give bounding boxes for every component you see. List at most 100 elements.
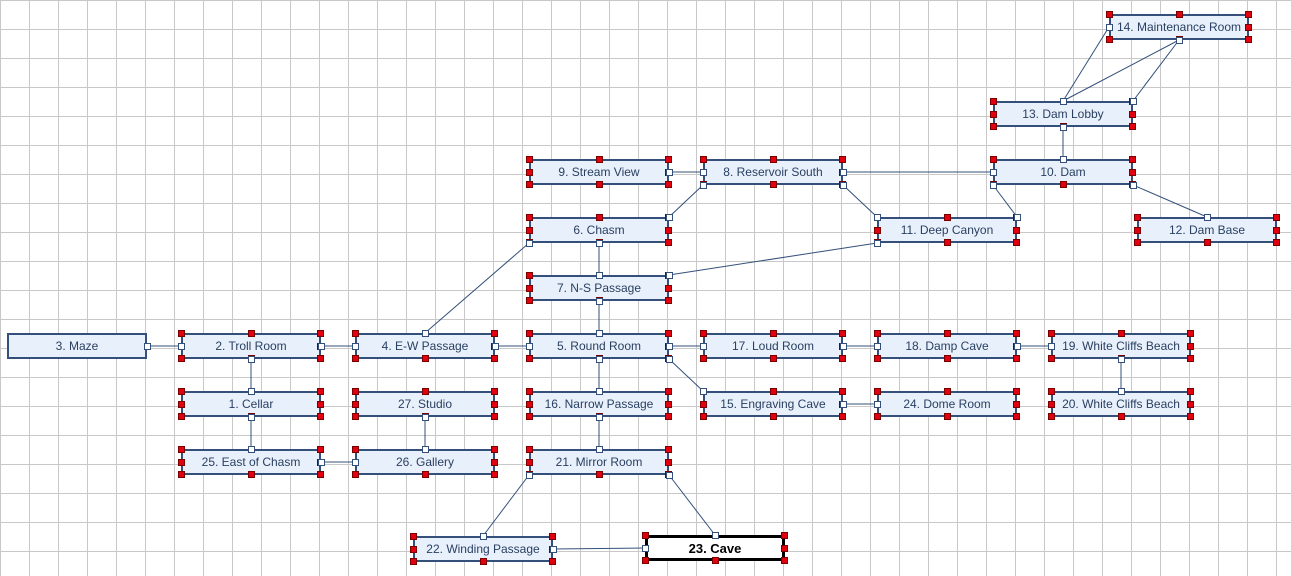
resize-handle[interactable]	[317, 446, 324, 453]
connection-port[interactable]	[990, 169, 997, 176]
resize-handle[interactable]	[700, 355, 707, 362]
connection-port[interactable]	[700, 169, 707, 176]
resize-handle[interactable]	[1129, 123, 1136, 130]
connection-port[interactable]	[874, 401, 881, 408]
connection-port[interactable]	[642, 545, 649, 552]
connection-port[interactable]	[596, 272, 603, 279]
connection-port[interactable]	[318, 343, 325, 350]
resize-handle[interactable]	[491, 459, 498, 466]
resize-handle[interactable]	[1013, 330, 1020, 337]
connection-port[interactable]	[596, 298, 603, 305]
connection-port[interactable]	[1014, 214, 1021, 221]
connection-port[interactable]	[874, 214, 881, 221]
resize-handle[interactable]	[1013, 239, 1020, 246]
resize-handle[interactable]	[596, 471, 603, 478]
resize-handle[interactable]	[990, 98, 997, 105]
resize-handle[interactable]	[990, 123, 997, 130]
resize-handle[interactable]	[317, 401, 324, 408]
connection-port[interactable]	[526, 472, 533, 479]
resize-handle[interactable]	[352, 471, 359, 478]
resize-handle[interactable]	[526, 272, 533, 279]
connection-port[interactable]	[990, 182, 997, 189]
connection-port[interactable]	[666, 356, 673, 363]
connection-port[interactable]	[840, 401, 847, 408]
resize-handle[interactable]	[665, 227, 672, 234]
resize-handle[interactable]	[700, 156, 707, 163]
resize-handle[interactable]	[665, 156, 672, 163]
connection-port[interactable]	[1118, 356, 1125, 363]
resize-handle[interactable]	[178, 446, 185, 453]
connection-port[interactable]	[596, 240, 603, 247]
resize-handle[interactable]	[781, 545, 788, 552]
resize-handle[interactable]	[1129, 156, 1136, 163]
resize-handle[interactable]	[839, 355, 846, 362]
resize-handle[interactable]	[1204, 239, 1211, 246]
connection-port[interactable]	[422, 414, 429, 421]
resize-handle[interactable]	[839, 413, 846, 420]
resize-handle[interactable]	[1013, 401, 1020, 408]
resize-handle[interactable]	[1048, 388, 1055, 395]
connection-port[interactable]	[1106, 24, 1113, 31]
resize-handle[interactable]	[1134, 239, 1141, 246]
resize-handle[interactable]	[352, 355, 359, 362]
resize-handle[interactable]	[480, 558, 487, 565]
resize-handle[interactable]	[352, 330, 359, 337]
connection-port[interactable]	[526, 240, 533, 247]
resize-handle[interactable]	[491, 471, 498, 478]
connection-port[interactable]	[144, 343, 151, 350]
connection-port[interactable]	[492, 343, 499, 350]
resize-handle[interactable]	[410, 533, 417, 540]
resize-handle[interactable]	[1013, 413, 1020, 420]
connection-port[interactable]	[666, 169, 673, 176]
connection-port[interactable]	[1060, 124, 1067, 131]
resize-handle[interactable]	[1129, 111, 1136, 118]
resize-handle[interactable]	[526, 297, 533, 304]
resize-handle[interactable]	[1118, 413, 1125, 420]
resize-handle[interactable]	[178, 459, 185, 466]
resize-handle[interactable]	[491, 355, 498, 362]
resize-handle[interactable]	[352, 388, 359, 395]
connection-line[interactable]	[668, 358, 704, 392]
resize-handle[interactable]	[642, 532, 649, 539]
resize-handle[interactable]	[770, 181, 777, 188]
room-node[interactable]: 1. Cellar	[181, 391, 321, 417]
resize-handle[interactable]	[770, 388, 777, 395]
resize-handle[interactable]	[317, 471, 324, 478]
resize-handle[interactable]	[526, 156, 533, 163]
resize-handle[interactable]	[1060, 181, 1067, 188]
connection-line[interactable]	[668, 242, 878, 276]
resize-handle[interactable]	[781, 532, 788, 539]
connection-port[interactable]	[1176, 37, 1183, 44]
resize-handle[interactable]	[665, 297, 672, 304]
resize-handle[interactable]	[1176, 11, 1183, 18]
resize-handle[interactable]	[526, 388, 533, 395]
resize-handle[interactable]	[526, 285, 533, 292]
room-node[interactable]: 5. Round Room	[529, 333, 669, 359]
resize-handle[interactable]	[1048, 330, 1055, 337]
resize-handle[interactable]	[665, 239, 672, 246]
connection-port[interactable]	[248, 388, 255, 395]
resize-handle[interactable]	[526, 227, 533, 234]
resize-handle[interactable]	[596, 181, 603, 188]
resize-handle[interactable]	[1048, 355, 1055, 362]
resize-handle[interactable]	[700, 330, 707, 337]
resize-handle[interactable]	[491, 413, 498, 420]
resize-handle[interactable]	[1013, 388, 1020, 395]
connection-port[interactable]	[666, 472, 673, 479]
resize-handle[interactable]	[700, 401, 707, 408]
connection-line[interactable]	[842, 184, 878, 218]
resize-handle[interactable]	[526, 181, 533, 188]
resize-handle[interactable]	[1273, 239, 1280, 246]
connection-port[interactable]	[874, 343, 881, 350]
connection-port[interactable]	[550, 546, 557, 553]
resize-handle[interactable]	[1273, 214, 1280, 221]
resize-handle[interactable]	[839, 388, 846, 395]
connection-port[interactable]	[248, 446, 255, 453]
resize-handle[interactable]	[1118, 330, 1125, 337]
resize-handle[interactable]	[1106, 11, 1113, 18]
connection-line[interactable]	[424, 242, 530, 334]
resize-handle[interactable]	[1129, 169, 1136, 176]
connection-port[interactable]	[596, 388, 603, 395]
connection-port[interactable]	[700, 343, 707, 350]
resize-handle[interactable]	[596, 214, 603, 221]
